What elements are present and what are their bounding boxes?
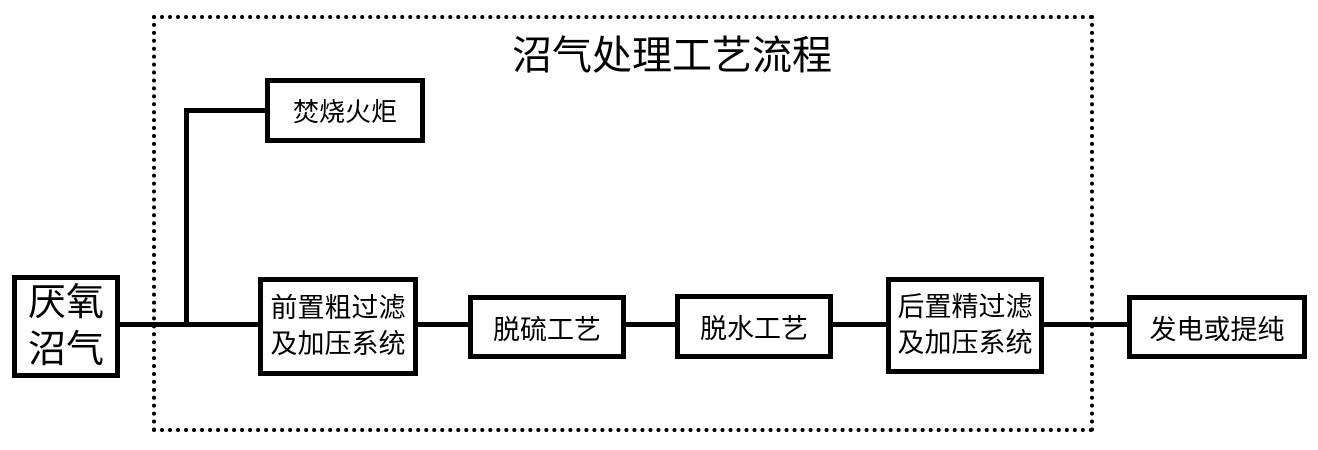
connector-anaerobic-to-prefilter xyxy=(119,322,259,327)
node-desulfurization: 脱硫工艺 xyxy=(468,295,626,359)
connector-branch-to-flare xyxy=(184,108,266,113)
node-flare: 焚烧火炬 xyxy=(265,78,425,143)
node-dewatering: 脱水工艺 xyxy=(675,294,833,359)
node-anaerobic-biogas: 厌氧 沼气 xyxy=(12,275,120,378)
connector-branch-vertical xyxy=(184,108,189,327)
connector-desulfurization-to-dewatering xyxy=(625,322,676,327)
connector-prefilter-to-desulfurization xyxy=(417,322,469,327)
node-pre-coarse-filter-pressurization: 前置粗过滤 及加压系统 xyxy=(258,277,418,376)
connector-dewatering-to-postfilter xyxy=(832,322,887,327)
process-boundary-frame xyxy=(152,15,1094,432)
node-post-fine-filter-pressurization: 后置精过滤 及加压系统 xyxy=(886,277,1044,374)
diagram-title: 沼气处理工艺流程 xyxy=(512,33,832,78)
connector-postfilter-to-output xyxy=(1043,322,1128,327)
node-power-generation-or-purification: 发电或提纯 xyxy=(1127,295,1307,359)
